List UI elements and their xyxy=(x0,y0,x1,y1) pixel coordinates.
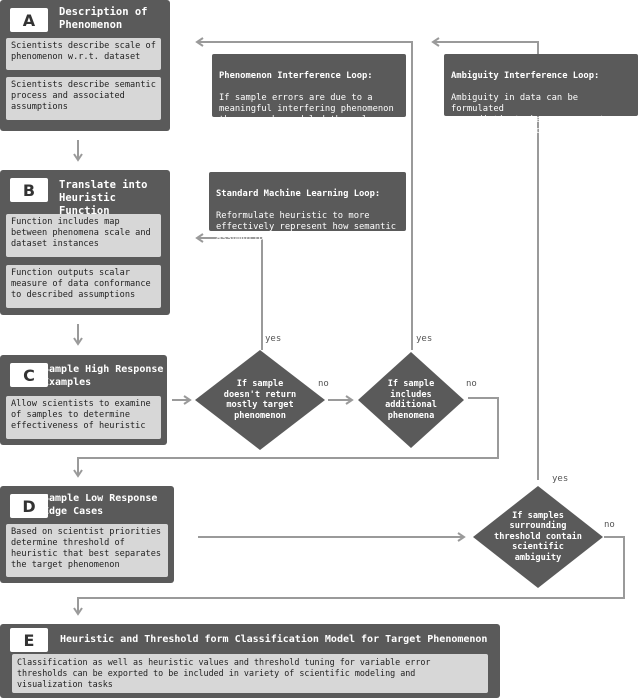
note-ambiguity-body: Ambiguity in data can be formulated as a… xyxy=(451,93,626,136)
panel-b: B Translate into Heuristic Function Func… xyxy=(0,170,170,315)
panel-e-title: Heuristic and Threshold form Classificat… xyxy=(60,634,488,645)
loop-ambiguity xyxy=(431,37,539,480)
label-no-d2: no xyxy=(466,379,477,389)
decision-diamond-2 xyxy=(358,352,464,448)
label-yes-d2: yes xyxy=(416,334,433,344)
panel-e-letter: E xyxy=(10,628,48,652)
panel-b-item-1: Function includes map between phenomena … xyxy=(6,214,161,257)
note-ambiguity-title: Ambiguity Interference Loop: xyxy=(451,71,600,81)
note-ambiguity-loop: Ambiguity Interference Loop: Ambiguity i… xyxy=(444,54,638,136)
panel-c-title: Sample High Response Examples xyxy=(43,364,164,388)
decision-diamond-3 xyxy=(473,486,603,588)
label-no-d1: no xyxy=(318,379,329,389)
panel-a-item-2: Scientists describe semantic process and… xyxy=(6,77,161,120)
arrow-d3-no-e xyxy=(73,536,625,616)
loop-phenomenon xyxy=(195,37,413,350)
loop-standard-ml xyxy=(195,233,263,350)
decision-1-text: If sample doesn't return mostly target p… xyxy=(223,379,297,421)
label-no-d3: no xyxy=(604,520,615,530)
panel-a-letter: A xyxy=(10,8,48,32)
arrow-d2-no-d xyxy=(73,397,499,478)
panel-d-item-1: Based on scientist priorities determine … xyxy=(6,524,168,577)
panel-d: D Sample Low Response Edge Cases Based o… xyxy=(0,486,174,583)
panel-a-item-1: Scientists describe scale of phenomenon … xyxy=(6,38,161,70)
panel-e: E Heuristic and Threshold form Classific… xyxy=(0,624,500,698)
panel-b-letter: B xyxy=(10,178,48,202)
panel-b-item-2: Function outputs scalar measure of data … xyxy=(6,265,161,308)
decision-2-text: If sample includes additional phenomena xyxy=(385,379,437,421)
panel-a-title: Description of Phenomenon xyxy=(59,6,148,31)
panel-c-letter: C xyxy=(10,363,48,387)
panel-e-item-1: Classification as well as heuristic valu… xyxy=(12,654,488,693)
note-standard-ml-body: Reformulate heuristic to more effectivel… xyxy=(216,211,397,243)
note-phenomenon-title: Phenomenon Interference Loop: xyxy=(219,71,373,81)
panel-c-item-1: Allow scientists to examine of samples t… xyxy=(6,396,161,439)
note-phenomenon-loop: Phenomenon Interference Loop: If sample … xyxy=(212,54,406,136)
panel-a: A Description of Phenomenon Scientists d… xyxy=(0,0,170,131)
decision-diamond-1 xyxy=(195,350,325,450)
panel-d-letter: D xyxy=(10,494,48,518)
note-standard-ml-title: Standard Machine Learning Loop: xyxy=(216,189,381,199)
label-yes-d3: yes xyxy=(552,474,569,484)
label-yes-d1: yes xyxy=(265,334,282,344)
panel-b-title: Translate into Heuristic Function xyxy=(59,179,148,217)
note-standard-ml-loop: Standard Machine Learning Loop: Reformul… xyxy=(209,172,406,243)
decision-3-text: If samples surrounding threshold contain… xyxy=(494,510,582,563)
panel-c: C Sample High Response Examples Allow sc… xyxy=(0,355,167,445)
panel-d-title: Sample Low Response Edge Cases xyxy=(43,493,158,517)
note-phenomenon-body: If sample errors are due to a meaningful… xyxy=(219,93,394,136)
